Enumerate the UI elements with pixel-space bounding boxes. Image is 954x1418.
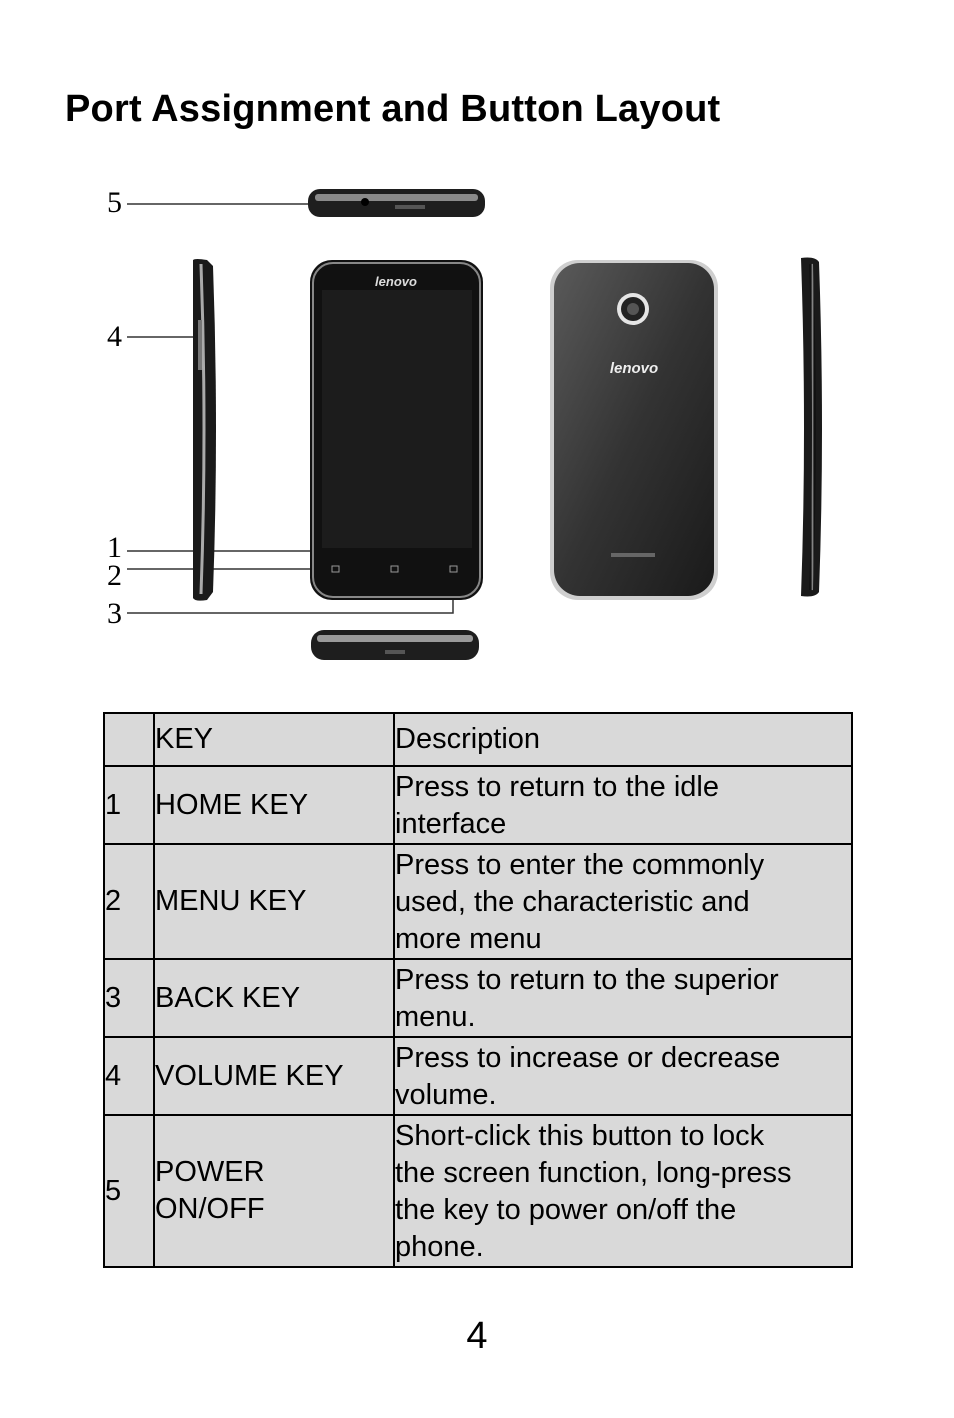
row-description: Short-click this button to lock the scre…: [393, 1114, 853, 1268]
home-key-icon: [390, 565, 399, 573]
row-key: MENU KEY: [153, 843, 395, 960]
table-row: 4 VOLUME KEY Press to increase or decrea…: [103, 1036, 853, 1116]
speaker-grille: [611, 553, 655, 557]
header-key: KEY: [153, 712, 395, 767]
front-brand-logo: lenovo: [375, 274, 417, 289]
callout-2: 2: [107, 559, 122, 592]
phone-front: lenovo: [310, 260, 483, 600]
phone-layout-figure: 5 4 1 2 3 lenovo lenov: [107, 186, 822, 660]
key-description-table: KEY Description 1 HOME KEY Press to retu…: [103, 712, 853, 1268]
row-number: 3: [103, 958, 155, 1038]
phone-bottom-edge: [311, 630, 479, 660]
phone-top-edge: [308, 189, 485, 217]
table-row: 1 HOME KEY Press to return to the idle i…: [103, 765, 853, 845]
row-description: Press to increase or decrease volume.: [393, 1036, 853, 1116]
phone-right-side: [801, 257, 822, 597]
row-key: VOLUME KEY: [153, 1036, 395, 1116]
table-row: 5 POWER ON/OFF Short-click this button t…: [103, 1114, 853, 1268]
phone-back: lenovo: [550, 260, 718, 600]
row-description: Press to enter the commonly used, the ch…: [393, 843, 853, 960]
header-description: Description: [393, 712, 853, 767]
callout-5: 5: [107, 186, 122, 219]
row-number: 1: [103, 765, 155, 845]
back-brand-logo: lenovo: [610, 360, 658, 377]
back-key-icon: [449, 565, 458, 573]
page-title: Port Assignment and Button Layout: [65, 88, 721, 130]
row-key: HOME KEY: [153, 765, 395, 845]
page-number: 4: [466, 1315, 488, 1357]
table-row: 3 BACK KEY Press to return to the superi…: [103, 958, 853, 1038]
row-description: Press to return to the superior menu.: [393, 958, 853, 1038]
row-number: 4: [103, 1036, 155, 1116]
callout-4: 4: [107, 320, 122, 353]
row-number: 5: [103, 1114, 155, 1268]
header-number: [103, 712, 155, 767]
row-number: 2: [103, 843, 155, 960]
table-row: 2 MENU KEY Press to enter the commonly u…: [103, 843, 853, 960]
callout-3: 3: [107, 597, 122, 630]
callout-1: 1: [107, 531, 122, 564]
row-key: BACK KEY: [153, 958, 395, 1038]
row-description: Press to return to the idle interface: [393, 765, 853, 845]
row-key: POWER ON/OFF: [153, 1114, 395, 1268]
table-header-row: KEY Description: [103, 712, 853, 767]
phone-left-side: [193, 259, 216, 601]
menu-key-icon: [331, 565, 340, 573]
